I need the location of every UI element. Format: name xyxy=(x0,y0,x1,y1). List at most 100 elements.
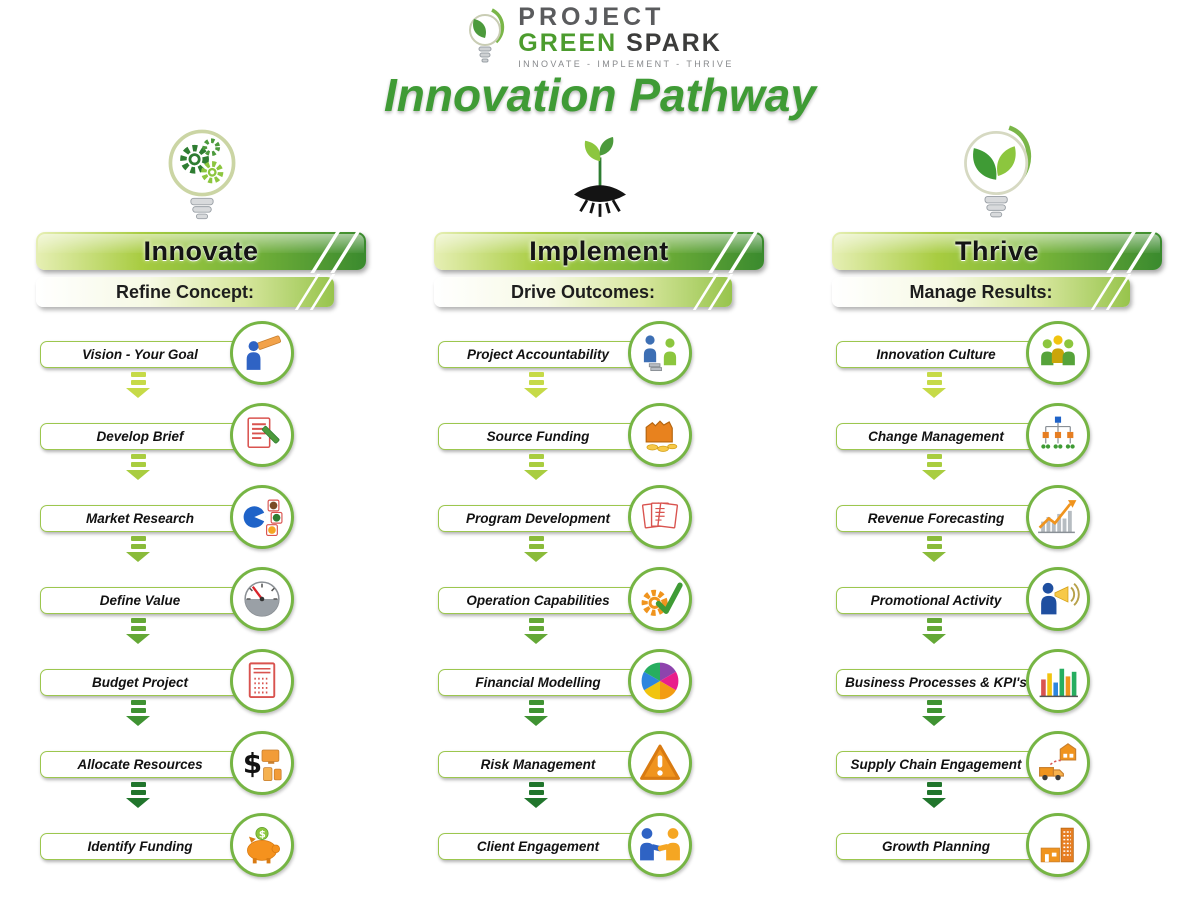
step-row: Client Engagement xyxy=(430,809,776,879)
down-arrow-icon xyxy=(126,372,150,398)
document-pen-icon xyxy=(247,417,280,449)
buildings-icon xyxy=(1040,827,1074,863)
phase-column-implement: Implement Drive Outcomes: Project Accoun… xyxy=(424,122,776,879)
thrive-steps-list: Innovation Culture Change Management xyxy=(822,317,1174,879)
step-label-bar: Develop Brief xyxy=(40,423,240,450)
down-arrow-icon xyxy=(126,782,150,808)
step-label: Budget Project xyxy=(91,675,188,690)
step-label: Revenue Forecasting xyxy=(867,511,1005,526)
innovate-bulb-wrap xyxy=(26,122,378,228)
down-arrow-icon xyxy=(922,700,946,726)
budget-document-icon xyxy=(248,662,276,699)
phase-subbanner-innovate: Refine Concept: xyxy=(36,277,334,307)
step-label-bar: Identify Funding xyxy=(40,833,240,860)
implement-sprout-roots-icon xyxy=(574,137,626,217)
people-money-icon xyxy=(643,335,677,372)
down-arrow-icon xyxy=(524,454,548,480)
step-label-bar: Budget Project xyxy=(40,669,240,696)
innovate-steps-list: Vision - Your Goal Develop Brief xyxy=(26,317,378,879)
handshake-icon xyxy=(640,828,680,861)
step-label: Market Research xyxy=(85,511,195,526)
implement-bulb-wrap xyxy=(424,122,776,228)
step-label: Identify Funding xyxy=(87,839,193,854)
thrive-leaf-bulb-icon xyxy=(964,125,1032,218)
step-row: Business Processes & KPI's xyxy=(828,645,1174,727)
step-label-bar: Operation Capabilities xyxy=(438,587,638,614)
step-row: Growth Planning xyxy=(828,809,1174,879)
step-label-bar: Growth Planning xyxy=(836,833,1036,860)
phase-banner-thrive: Thrive xyxy=(832,232,1162,270)
step-row: Market Research xyxy=(32,481,378,563)
step-icon-circle xyxy=(628,567,692,631)
step-label-bar: Allocate Resources xyxy=(40,751,240,778)
down-arrow-icon xyxy=(922,372,946,398)
phase-column-innovate: Innovate Refine Concept: Vision - Your G… xyxy=(26,122,378,879)
step-icon-circle xyxy=(1026,485,1090,549)
step-row: Promotional Activity xyxy=(828,563,1174,645)
step-label-bar: Financial Modelling xyxy=(438,669,638,696)
step-label: Define Value xyxy=(99,593,181,608)
step-label-bar: Program Development xyxy=(438,505,638,532)
step-row: Budget Project xyxy=(32,645,378,727)
step-icon-circle xyxy=(1026,567,1090,631)
thrive-bulb-wrap xyxy=(822,122,1174,228)
down-arrow-icon xyxy=(126,618,150,644)
piggy-bank-icon: $ xyxy=(247,826,281,864)
forecast-chart-icon xyxy=(1038,500,1077,534)
step-icon-circle xyxy=(628,649,692,713)
step-label-bar: Risk Management xyxy=(438,751,638,778)
step-row: Operation Capabilities xyxy=(430,563,776,645)
down-arrow-icon xyxy=(524,618,548,644)
telescope-person-icon xyxy=(246,335,281,370)
step-row: Project Accountability xyxy=(430,317,776,399)
org-chart-icon xyxy=(1041,416,1075,449)
step-icon-circle xyxy=(230,567,294,631)
step-icon-circle xyxy=(628,403,692,467)
implement-steps-list: Project Accountability Source Funding xyxy=(424,317,776,879)
step-label-bar: Source Funding xyxy=(438,423,638,450)
step-icon-circle xyxy=(1026,649,1090,713)
people-ideas-icon xyxy=(1041,335,1075,366)
kpi-bar-chart-icon xyxy=(1039,668,1078,698)
step-label-bar: Revenue Forecasting xyxy=(836,505,1036,532)
documents-stack-icon xyxy=(641,502,679,529)
brand-header: PROJECT GREEN SPARK INNOVATE - IMPLEMENT… xyxy=(0,0,1200,69)
gear-check-icon xyxy=(641,582,683,616)
step-row: Source Funding xyxy=(430,399,776,481)
step-label-bar: Define Value xyxy=(40,587,240,614)
step-icon-circle xyxy=(230,321,294,385)
step-label-bar: Project Accountability xyxy=(438,341,638,368)
down-arrow-icon xyxy=(524,536,548,562)
phase-subtitle: Refine Concept: xyxy=(115,281,254,302)
phase-title: Thrive xyxy=(954,235,1040,266)
step-icon-circle xyxy=(1026,403,1090,467)
dollar-devices-icon: $ xyxy=(243,747,282,782)
brand-tagline: INNOVATE - IMPLEMENT - THRIVE xyxy=(518,59,734,69)
innovate-gears-bulb-icon xyxy=(168,129,236,220)
brand-project: PROJECT xyxy=(518,3,665,31)
svg-text:$: $ xyxy=(243,747,262,780)
step-label: Innovation Culture xyxy=(876,347,996,362)
step-label: Financial Modelling xyxy=(475,675,601,690)
step-row: Identify Funding $ xyxy=(32,809,378,879)
step-icon-circle xyxy=(1026,321,1090,385)
supply-chain-icon xyxy=(1039,743,1077,781)
step-icon-circle xyxy=(628,485,692,549)
step-row: Define Value xyxy=(32,563,378,645)
step-icon-circle xyxy=(1026,813,1090,877)
megaphone-person-icon xyxy=(1041,582,1080,615)
down-arrow-icon xyxy=(126,536,150,562)
phase-banner-innovate: Innovate xyxy=(36,232,366,270)
page-title: Innovation Pathway xyxy=(384,69,816,121)
step-label-bar: Change Management xyxy=(836,423,1036,450)
step-icon-circle: $ xyxy=(230,731,294,795)
step-label: Client Engagement xyxy=(476,839,600,854)
step-icon-circle xyxy=(230,403,294,467)
step-label: Change Management xyxy=(868,429,1004,444)
phase-column-thrive: Thrive Manage Results: Innovation Cultur… xyxy=(822,122,1174,879)
step-label: Supply Chain Engagement xyxy=(850,757,1022,772)
step-icon-circle xyxy=(230,485,294,549)
step-icon-circle xyxy=(628,321,692,385)
phase-title: Innovate xyxy=(143,235,259,266)
